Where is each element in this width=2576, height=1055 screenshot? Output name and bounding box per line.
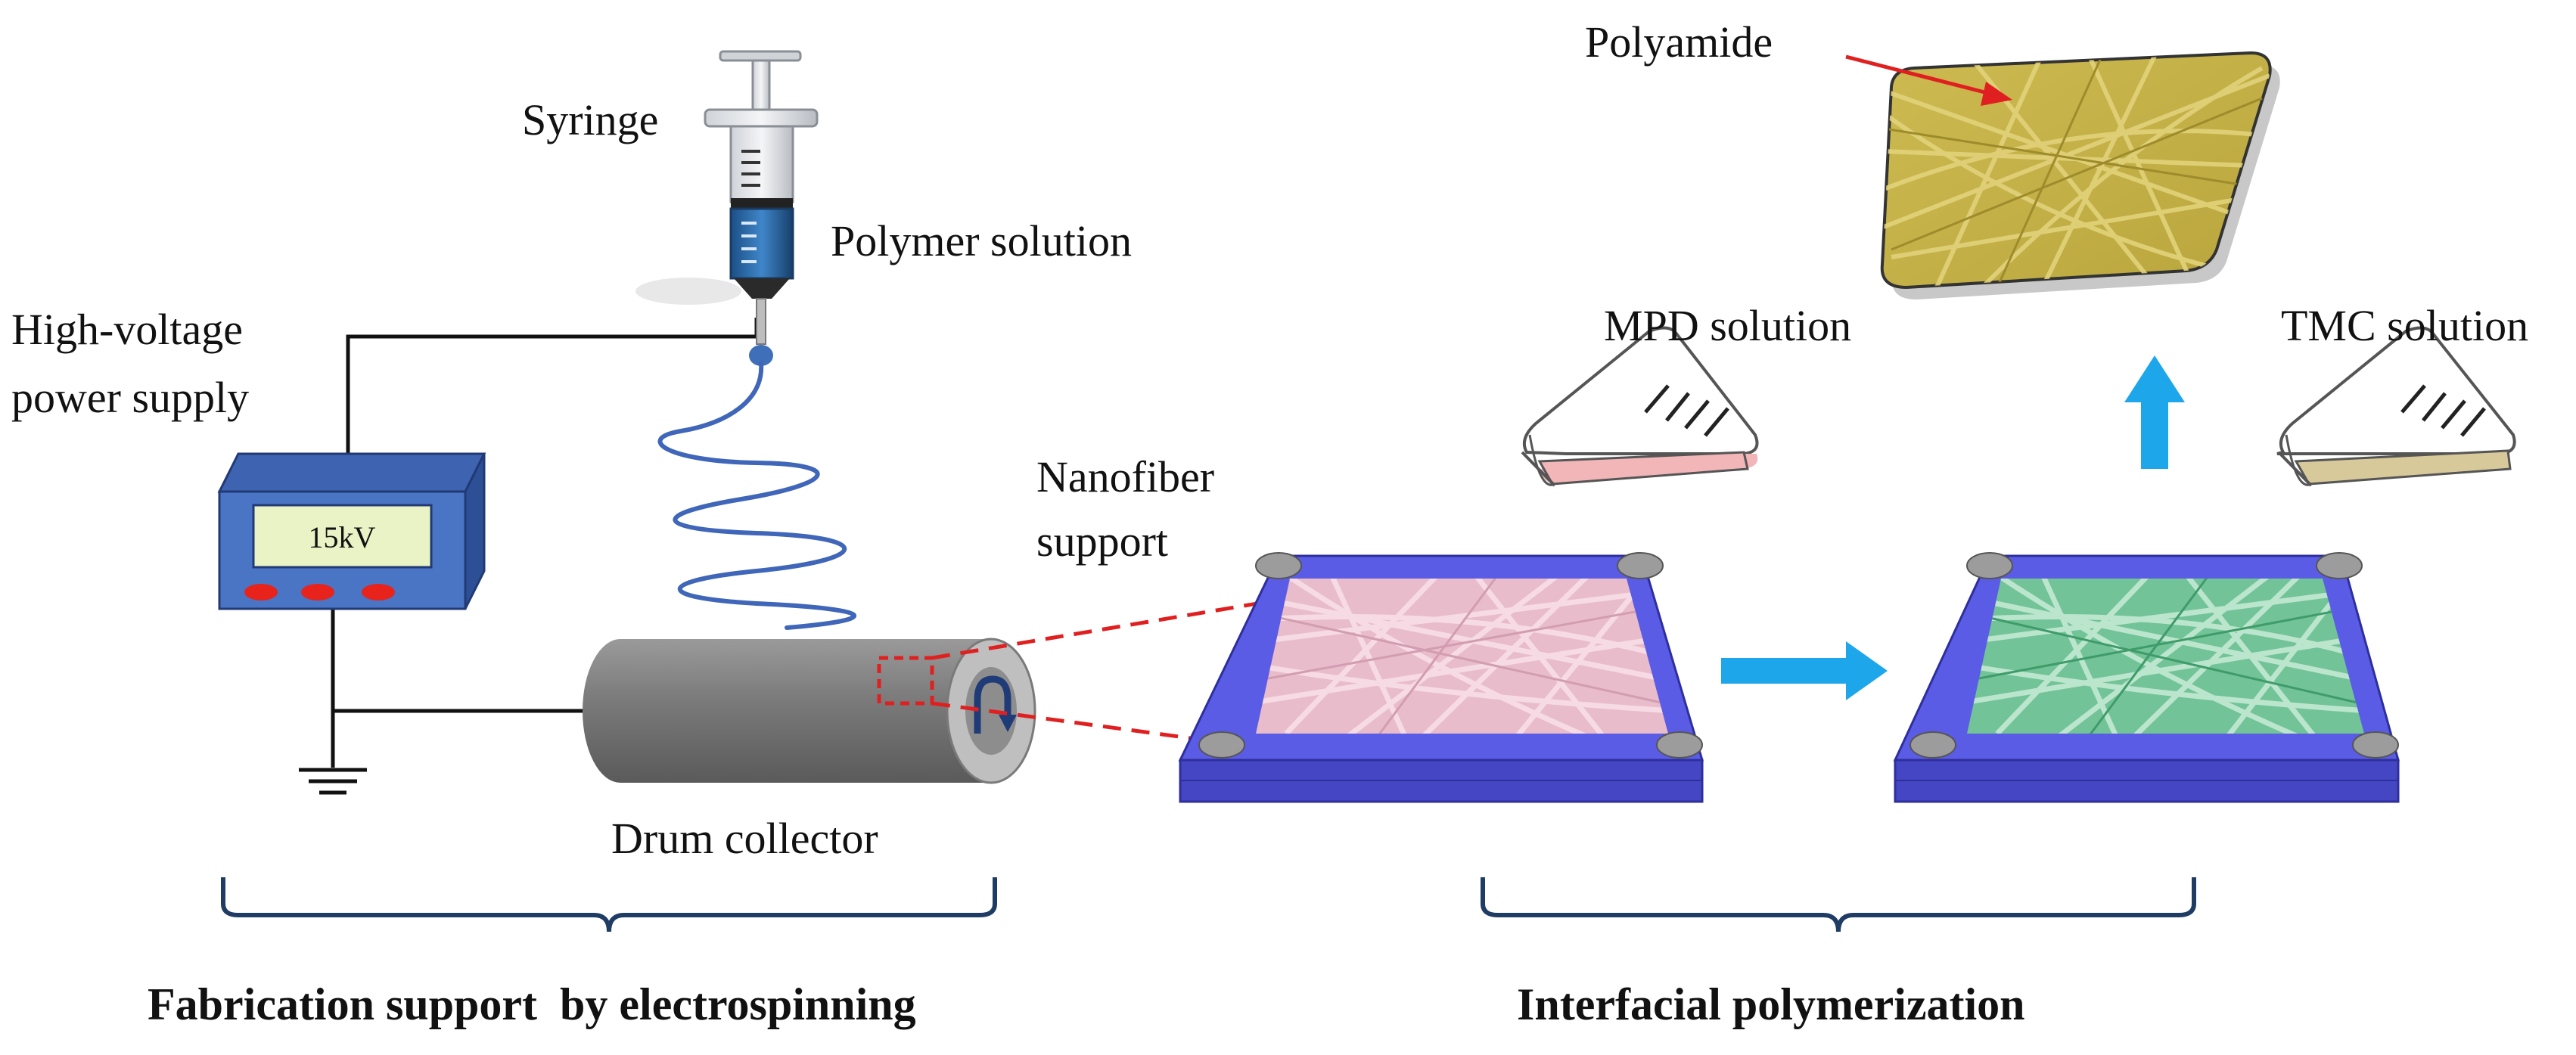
drum-collector-label: Drum collector [611, 814, 878, 863]
nanofiber-label-line2: support [1036, 517, 1168, 566]
zoom-lines [931, 599, 1272, 747]
right-section-brace [1481, 877, 2196, 932]
nanofiber-tray-pink [1178, 552, 1704, 803]
zoom-region-marker [877, 656, 934, 706]
mpd-solution-label: MPD solution [1604, 301, 1851, 350]
syringe-icon [635, 50, 819, 366]
nanofiber-tray-green [1893, 552, 2400, 803]
right-arrow-icon [1721, 641, 1888, 700]
ground-icon [299, 768, 367, 795]
hv-label-line2: power supply [11, 373, 249, 422]
voltage-readout: 15kV [309, 520, 376, 554]
section-title-interfacial: Interfacial polymerization [1517, 979, 2025, 1029]
left-section-brace [221, 877, 997, 932]
hv-label-line1: High-voltage [11, 305, 243, 354]
up-arrow-icon [2124, 355, 2185, 469]
rotation-arrow-icon [974, 675, 1011, 734]
polyamide-label: Polyamide [1585, 17, 1773, 67]
tmc-beaker-icon [2276, 326, 2516, 487]
drum-collector-icon [583, 638, 1036, 784]
polyamide-sheet [1880, 51, 2280, 299]
tmc-solution-label: TMC solution [2281, 301, 2528, 350]
power-supply-box [217, 452, 486, 610]
syringe-label: Syringe [522, 95, 658, 144]
polyamide-pointer-arrow [1845, 54, 2012, 106]
nanofiber-label-line1: Nanofiber [1036, 452, 1214, 501]
section-title-electrospinning: Fabrication support by electrospinning [148, 979, 916, 1029]
polymer-solution-label: Polymer solution [831, 216, 1132, 265]
mpd-beaker-icon [1521, 326, 1759, 487]
polymer-jet [657, 361, 856, 630]
voltage-display [252, 504, 433, 569]
